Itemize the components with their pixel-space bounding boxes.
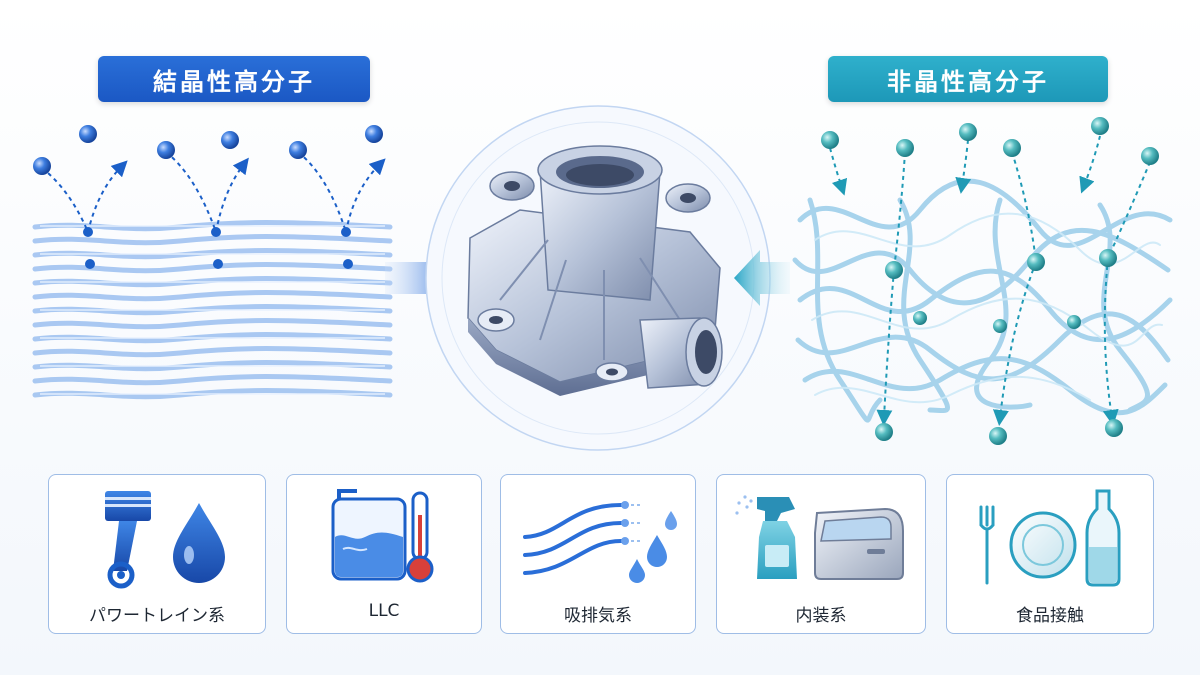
category-card-intake-exhaust[interactable]: 吸排気系	[500, 474, 696, 634]
amorphous-polymer-label: 非晶性高分子	[828, 56, 1108, 102]
category-label: 吸排気系	[564, 606, 632, 626]
crystalline-molecules	[33, 125, 386, 269]
crystalline-polymer-label: 結晶性高分子	[98, 56, 370, 102]
amorphous-tangle	[792, 178, 1173, 423]
spray-bottle-car-door-icon	[735, 495, 904, 580]
category-label: LLC	[368, 601, 400, 621]
category-card-llc[interactable]: LLC	[286, 474, 482, 634]
amorphous-molecules	[821, 117, 1159, 445]
air-flow-pipes-icon	[523, 501, 677, 583]
fork-plate-bottle-icon	[979, 489, 1121, 587]
coolant-tank-thermometer-icon	[331, 489, 434, 583]
plate-icon	[1009, 511, 1077, 579]
approach-arrow	[41, 167, 89, 233]
category-label: 食品接触	[1016, 606, 1084, 626]
category-card-food-contact[interactable]: 食品接触	[946, 474, 1154, 634]
category-card-interior[interactable]: 内装系	[716, 474, 926, 634]
category-card-powertrain[interactable]: パワートレイン系	[48, 474, 266, 634]
reflect-arrow	[87, 160, 128, 233]
category-label: 内装系	[795, 606, 847, 626]
right-flow-arrow	[734, 250, 790, 306]
category-label: パワートレイン系	[89, 606, 225, 626]
center-part-illustration	[425, 105, 771, 451]
fork-icon	[979, 505, 995, 585]
polymer-diagram	[32, 105, 1173, 451]
crystalline-lamellae	[32, 220, 393, 400]
piston-and-drop-icon	[105, 491, 225, 589]
